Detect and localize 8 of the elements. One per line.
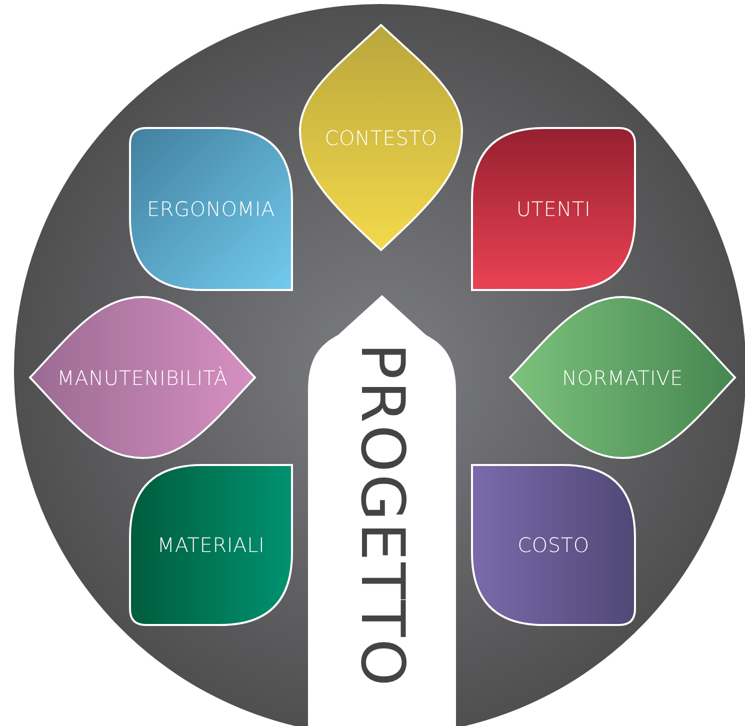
petal-label: MANUTENIBILITÀ [57, 366, 228, 390]
petal-label: UTENTI [516, 197, 591, 221]
petal-label: NORMATIVE [562, 366, 684, 390]
petal-label: ERGONOMIA [146, 197, 275, 221]
petal-label: MATERIALI [157, 533, 265, 557]
petal-label: CONTESTO [324, 126, 438, 150]
center-title: PROGETTO [347, 343, 417, 688]
petal-label: COSTO [518, 533, 590, 557]
